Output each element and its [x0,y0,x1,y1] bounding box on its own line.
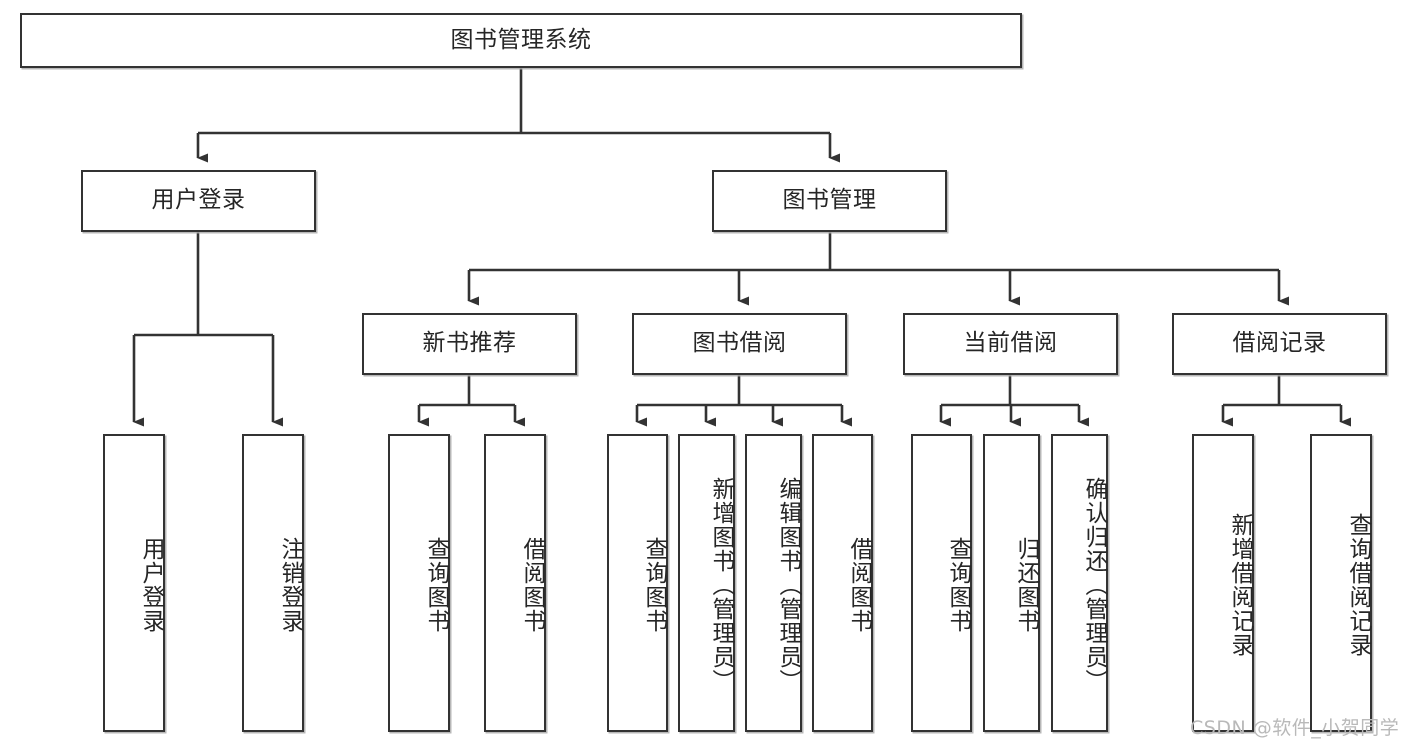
node-label: 编辑图书（管理员） [775,477,801,693]
node-label: 借阅图书 [519,537,545,633]
node-leaf-query-book-borrow[interactable]: 查询图书 [607,434,668,732]
node-label: 图书管理 [782,187,877,214]
node-leaf-borrow-book-rec[interactable]: 借阅图书 [484,434,546,732]
node-leaf-query-borrow-record[interactable]: 查询借阅记录 [1310,434,1372,732]
node-leaf-user-login[interactable]: 用户登录 [103,434,165,732]
node-root-book-management-system[interactable]: 图书管理系统 [20,13,1022,68]
node-label: 新增图书（管理员） [708,477,734,693]
node-label: 归还图书 [1013,537,1039,633]
node-label: 查询图书 [423,537,449,633]
node-leaf-borrow-book[interactable]: 借阅图书 [812,434,873,732]
node-leaf-add-borrow-record[interactable]: 新增借阅记录 [1192,434,1254,732]
node-label: 用户登录 [151,187,246,214]
node-label: 查询借阅记录 [1345,513,1371,657]
node-label: 用户登录 [138,537,164,633]
node-leaf-query-book-rec[interactable]: 查询图书 [388,434,450,732]
node-book-borrowing[interactable]: 图书借阅 [632,313,847,375]
node-leaf-confirm-return-admin[interactable]: 确认归还（管理员） [1051,434,1108,732]
node-label: 借阅记录 [1232,330,1327,357]
node-leaf-add-book-admin[interactable]: 新增图书（管理员） [678,434,735,732]
csdn-watermark: CSDN @软件_小贺同学 [1190,717,1400,739]
node-label: 查询图书 [641,537,667,633]
node-current-borrowing[interactable]: 当前借阅 [903,313,1118,375]
node-book-management[interactable]: 图书管理 [712,170,947,232]
node-label: 确认归还（管理员） [1081,477,1107,693]
node-leaf-return-book[interactable]: 归还图书 [983,434,1040,732]
node-label: 注销登录 [277,537,303,633]
node-borrowing-record[interactable]: 借阅记录 [1172,313,1387,375]
node-leaf-logout[interactable]: 注销登录 [242,434,304,732]
node-leaf-edit-book-admin[interactable]: 编辑图书（管理员） [745,434,802,732]
node-label: 当前借阅 [963,330,1058,357]
node-label: 借阅图书 [846,537,872,633]
node-leaf-query-book-current[interactable]: 查询图书 [911,434,972,732]
node-label: 新增借阅记录 [1227,513,1253,657]
node-label: 图书管理系统 [450,26,592,53]
node-user-login[interactable]: 用户登录 [81,170,316,232]
node-label: 新书推荐 [422,330,517,357]
node-new-book-recommendation[interactable]: 新书推荐 [362,313,577,375]
node-label: 查询图书 [945,537,971,633]
node-label: 图书借阅 [692,330,787,357]
